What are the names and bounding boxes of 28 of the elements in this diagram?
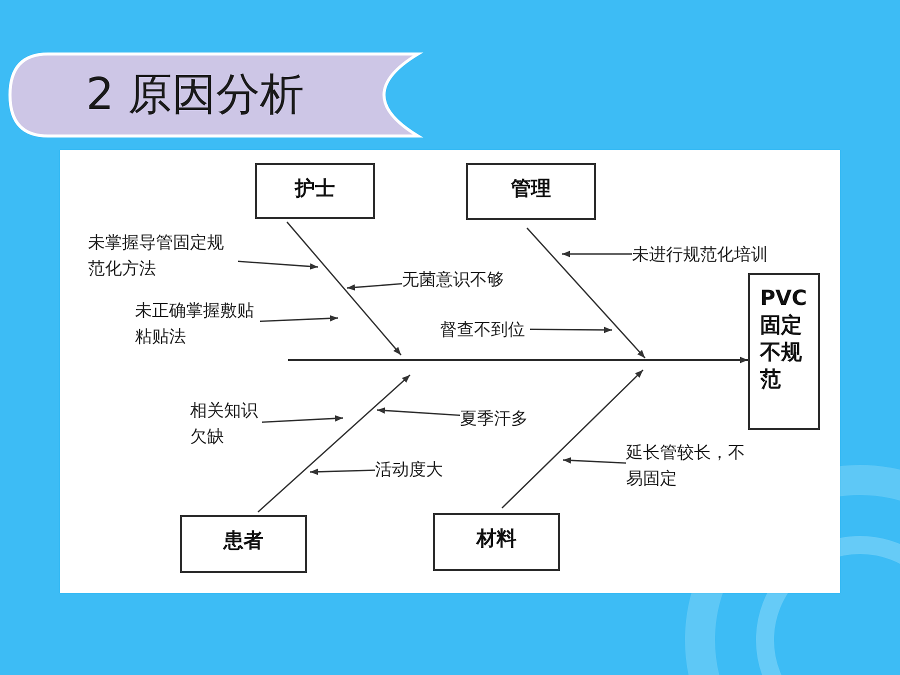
spine-arrow (288, 356, 748, 364)
cause-text: 相关知识欠缺 (190, 398, 262, 450)
arrow (562, 250, 632, 258)
arrow (260, 315, 338, 322)
arrow (238, 260, 318, 270)
arrow (530, 326, 612, 334)
cause-text: 督查不到位 (440, 317, 530, 341)
cause-text: 夏季汗多 (460, 406, 542, 430)
arrow (310, 468, 376, 475)
cause-text: 无菌意识不够 (402, 267, 524, 291)
arrow (262, 415, 344, 423)
arrow (562, 457, 626, 464)
cause-text: 未掌握导管固定规范化方法 (88, 230, 238, 282)
cause-text: 活动度大 (375, 457, 457, 481)
category-box: 材料 (433, 513, 560, 571)
category-box: 管理 (466, 163, 596, 220)
category-box: 护士 (255, 163, 375, 219)
effect-box: PVC固定不规范 (748, 273, 820, 430)
cause-text: 未正确掌握敷贴粘贴法 (135, 298, 260, 350)
bone-arrow (526, 228, 646, 358)
arrow (376, 407, 460, 416)
arrow (346, 283, 402, 291)
bone-arrow (502, 370, 644, 508)
cause-text: 延长管较长，不易固定 (626, 440, 751, 492)
bone-arrow (286, 222, 402, 356)
category-box: 患者 (180, 515, 307, 573)
cause-text: 未进行规范化培训 (632, 242, 792, 266)
bone-arrow (258, 374, 410, 513)
